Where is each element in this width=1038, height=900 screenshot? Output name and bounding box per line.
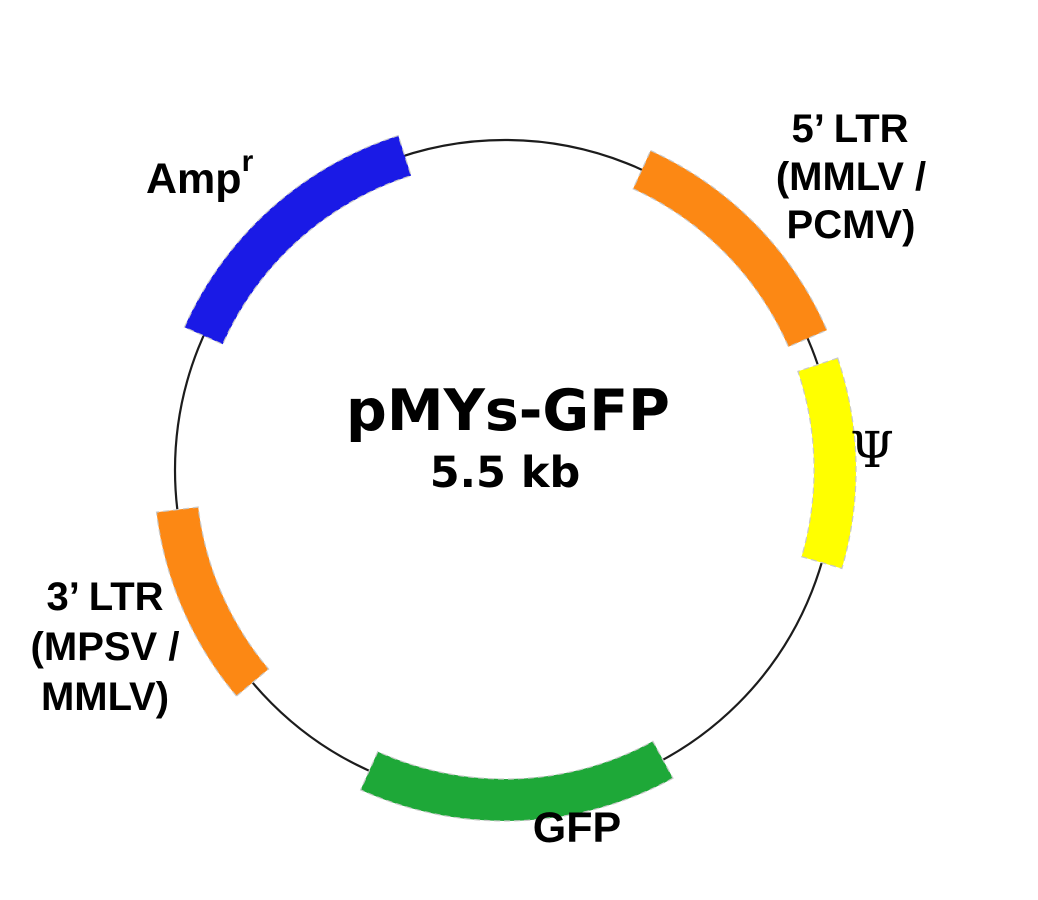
label-5-ltr-line3: PCMV): [787, 203, 916, 247]
segment-3-ltr: [155, 506, 270, 697]
label-amp: Ampr: [146, 145, 254, 203]
segment-psi: [797, 357, 857, 570]
label-amp-text: Amp: [146, 155, 242, 203]
label-5-ltr-line1: 5’ LTR: [791, 107, 908, 151]
label-3-ltr-line2: (MPSV /: [31, 625, 180, 669]
plasmid-title: pMYs-GFP: [346, 378, 670, 444]
label-3-ltr-line1: 3’ LTR: [46, 575, 163, 619]
label-5-ltr-line2: (MMLV /: [776, 155, 926, 199]
label-3-ltr-line3: MMLV): [41, 675, 169, 719]
segment-gfp: [359, 740, 674, 822]
label-psi: Ψ: [850, 421, 894, 479]
segment-amp: [183, 134, 412, 346]
plasmid-size: 5.5 kb: [430, 448, 581, 498]
label-amp-superscript: r: [242, 145, 254, 178]
label-gfp: GFP: [533, 804, 621, 852]
segment-5-ltr: [632, 149, 828, 348]
